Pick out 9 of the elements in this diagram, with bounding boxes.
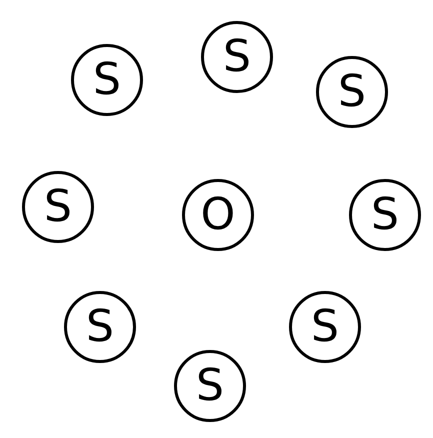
node-letter: S bbox=[44, 185, 72, 229]
node-letter: O bbox=[200, 193, 236, 237]
node-letter: S bbox=[93, 58, 121, 102]
node-letter: S bbox=[311, 305, 339, 349]
node-letter: S bbox=[196, 364, 224, 408]
node-letter: S bbox=[223, 35, 251, 79]
node-letter: S bbox=[338, 70, 366, 114]
node-letter: S bbox=[86, 305, 114, 349]
node-letter: S bbox=[371, 193, 399, 237]
